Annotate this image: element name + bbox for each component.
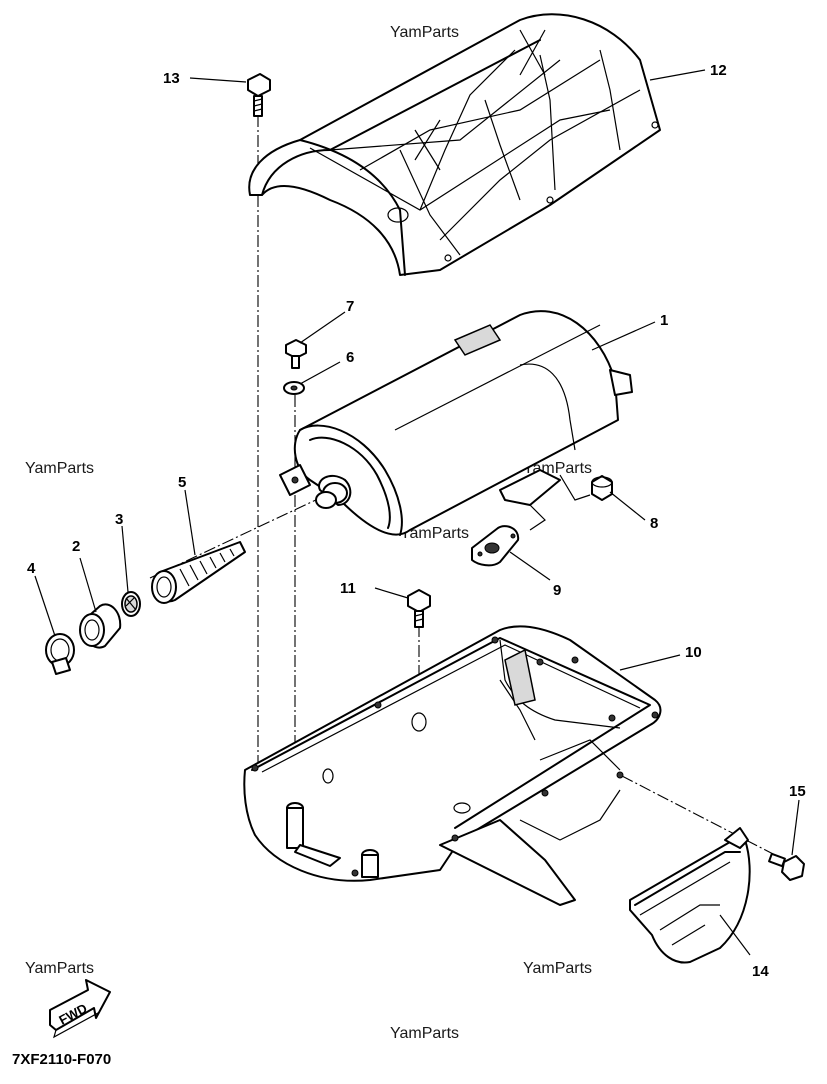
callout-6: 6 <box>346 349 354 366</box>
part-1-muffler <box>279 310 633 536</box>
callout-2: 2 <box>72 538 80 555</box>
callout-13: 13 <box>163 70 180 87</box>
part-13-bolt <box>247 73 271 117</box>
part-10-lower-case <box>243 625 662 906</box>
fwd-arrow: FWD <box>49 979 111 1039</box>
callout-3: 3 <box>115 511 123 528</box>
part-6-washer <box>283 381 305 395</box>
callout-10: 10 <box>685 644 702 661</box>
callout-numbers: 1 2 3 4 5 6 7 8 9 10 11 12 13 14 15 <box>27 62 806 980</box>
part-11-bolt <box>407 589 431 628</box>
part-15-bolt <box>768 852 805 881</box>
watermark-top: YamParts <box>390 24 459 41</box>
callout-9: 9 <box>553 582 561 599</box>
watermark-left: YamParts <box>25 460 94 477</box>
part-4-clamp <box>45 633 75 675</box>
callout-12: 12 <box>710 62 727 79</box>
part-9-gasket <box>471 525 520 567</box>
callout-7: 7 <box>346 298 354 315</box>
leader-lines <box>34 69 800 956</box>
watermark-bottom-right: YamParts <box>523 960 592 977</box>
diagram-code: 7XF2110-F070 <box>12 1051 111 1068</box>
watermark-bottom: YamParts <box>390 1025 459 1042</box>
callout-11: 11 <box>340 580 356 597</box>
part-12-top-cover <box>248 13 661 276</box>
callout-5: 5 <box>178 474 186 491</box>
watermark-bottom-left: YamParts <box>25 960 94 977</box>
part-8-grommet <box>591 475 613 501</box>
callout-4: 4 <box>27 560 36 577</box>
callout-15: 15 <box>789 783 806 800</box>
callout-8: 8 <box>650 515 658 532</box>
part-3-screen <box>121 591 141 617</box>
watermark-center: YamParts <box>400 525 469 542</box>
part-7-bolt <box>285 339 307 369</box>
part-5-hose <box>151 541 246 604</box>
callout-14: 14 <box>752 963 769 980</box>
part-14-duct <box>629 827 751 964</box>
callout-1: 1 <box>660 312 668 329</box>
part-2-collar <box>79 603 122 649</box>
alignment-lines <box>149 115 776 856</box>
